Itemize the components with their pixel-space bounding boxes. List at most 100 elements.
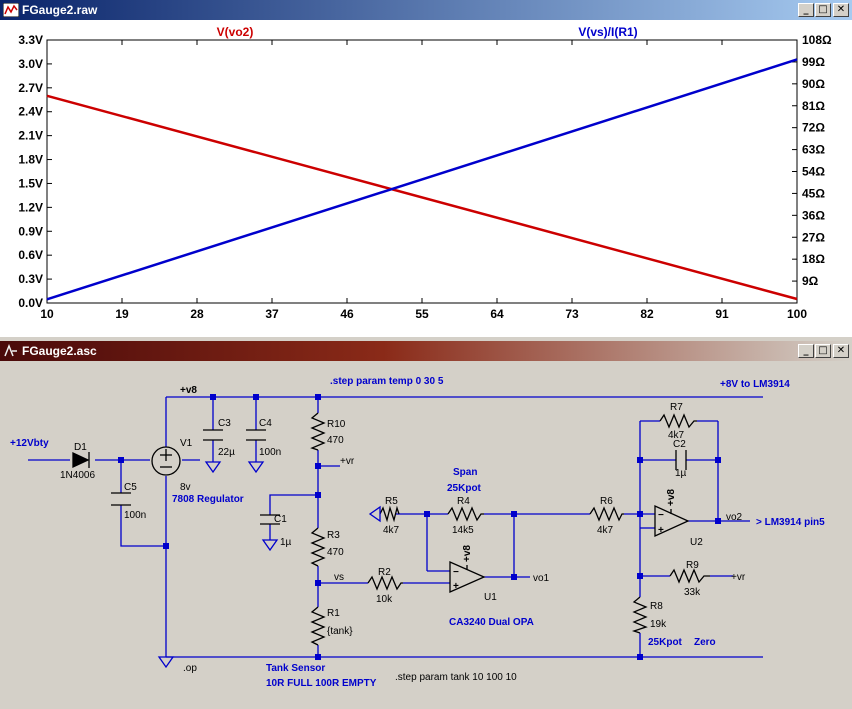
- label-r2[interactable]: R2: [378, 567, 391, 578]
- label-r9-val[interactable]: 33k: [684, 587, 701, 598]
- y-right-tick-label: 18Ω: [802, 252, 825, 266]
- label-zero: Zero: [694, 637, 716, 648]
- label-r1-val[interactable]: {tank}: [327, 626, 353, 637]
- schematic-maximize-button[interactable]: □: [815, 344, 831, 358]
- schematic-close-button[interactable]: ✕: [833, 344, 849, 358]
- x-tick-label: 82: [640, 307, 654, 321]
- y-right-tick-label: 63Ω: [802, 143, 825, 157]
- label-r7[interactable]: R7: [670, 402, 683, 413]
- x-tick-label: 19: [115, 307, 129, 321]
- series-line-1[interactable]: [46, 58, 798, 301]
- label-r6-val[interactable]: 4k7: [597, 525, 614, 536]
- label-c4[interactable]: C4: [259, 418, 272, 429]
- label-r2-val[interactable]: 10k: [376, 594, 393, 605]
- legend-vo2[interactable]: V(vo2): [217, 25, 254, 39]
- label-r8[interactable]: R8: [650, 601, 663, 612]
- label-r9[interactable]: R9: [686, 560, 699, 571]
- label-c3[interactable]: C3: [218, 418, 231, 429]
- label-r1[interactable]: R1: [327, 608, 340, 619]
- plot-close-button[interactable]: ✕: [833, 3, 849, 17]
- label-step-tank[interactable]: .step param tank 10 100 10: [395, 672, 517, 683]
- x-tick-label: 28: [190, 307, 204, 321]
- x-tick-label: 73: [565, 307, 579, 321]
- y-left-tick-label: 2.7V: [18, 81, 43, 95]
- plot-maximize-button[interactable]: □: [815, 3, 831, 17]
- label-r7-val[interactable]: 4k7: [668, 430, 685, 441]
- label-c3-val[interactable]: 22µ: [218, 447, 235, 458]
- y-right-tick-label: 36Ω: [802, 208, 825, 222]
- label-r5[interactable]: R5: [385, 496, 398, 507]
- y-left-tick-label: 0.9V: [18, 224, 43, 238]
- label-c1[interactable]: C1: [274, 514, 287, 525]
- x-tick-label: 46: [340, 307, 354, 321]
- x-tick-label: 37: [265, 307, 279, 321]
- label-v8-top: +v8: [180, 385, 197, 396]
- label-c5[interactable]: C5: [124, 482, 137, 493]
- label-c5-val[interactable]: 100n: [124, 510, 146, 521]
- waveform-icon: [3, 3, 19, 17]
- svg-text:+: +: [658, 525, 664, 536]
- x-tick-label: 100: [787, 307, 807, 321]
- schematic-minimize-button[interactable]: _: [798, 344, 814, 358]
- label-r5-val[interactable]: 4k7: [383, 525, 400, 536]
- label-v8-to-lm: +8V to LM3914: [720, 379, 790, 390]
- plot-titlebar[interactable]: FGauge2.raw _ □ ✕: [0, 0, 852, 20]
- label-step-temp[interactable]: .step param temp 0 30 5: [330, 376, 444, 387]
- y-right-tick-label: 81Ω: [802, 99, 825, 113]
- label-v1[interactable]: V1: [180, 438, 193, 449]
- label-r4-val[interactable]: 14k5: [452, 525, 474, 536]
- y-left-tick-label: 0.0V: [18, 296, 43, 310]
- plot-window-title: FGauge2.raw: [22, 3, 98, 17]
- label-r4[interactable]: R4: [457, 496, 470, 507]
- y-right-tick-label: 45Ω: [802, 186, 825, 200]
- y-right-tick-label: 9Ω: [802, 274, 819, 288]
- label-zero-pot: 25Kpot: [648, 637, 683, 648]
- label-r3[interactable]: R3: [327, 530, 340, 541]
- label-r10-val[interactable]: 470: [327, 435, 344, 446]
- legend-vs-ir1[interactable]: V(vs)/I(R1): [578, 25, 637, 39]
- schematic-pane[interactable]: −+ −+: [0, 361, 852, 704]
- y-right-tick-label: 54Ω: [802, 165, 825, 179]
- label-u1-part: CA3240 Dual OPA: [449, 617, 534, 628]
- y-left-tick-label: 0.6V: [18, 248, 43, 262]
- x-tick-label: 64: [490, 307, 504, 321]
- label-r8-val[interactable]: 19k: [650, 619, 667, 630]
- label-u2-supply: +v8: [666, 489, 677, 506]
- label-12v: +12Vbty: [10, 438, 49, 449]
- y-right-tick-label: 99Ω: [802, 55, 825, 69]
- label-op[interactable]: .op: [183, 663, 197, 674]
- y-left-tick-label: 2.1V: [18, 129, 43, 143]
- label-vs: vs: [334, 572, 344, 583]
- label-c2[interactable]: C2: [673, 439, 686, 450]
- schematic-window-title: FGauge2.asc: [22, 344, 97, 358]
- label-c1-val[interactable]: 1µ: [280, 537, 292, 548]
- y-right-tick-label: 72Ω: [802, 121, 825, 135]
- x-tick-label: 91: [715, 307, 729, 321]
- label-u1[interactable]: U1: [484, 592, 497, 603]
- label-d1-val[interactable]: 1N4006: [60, 470, 95, 481]
- svg-text:−: −: [658, 510, 664, 521]
- label-r6[interactable]: R6: [600, 496, 613, 507]
- schematic-canvas[interactable]: −+ −+: [0, 361, 852, 704]
- svg-text:−: −: [453, 567, 459, 578]
- x-tick-label: 55: [415, 307, 429, 321]
- y-left-tick-label: 2.4V: [18, 105, 43, 119]
- label-d1[interactable]: D1: [74, 442, 87, 453]
- label-tank-desc: 10R FULL 100R EMPTY: [266, 678, 377, 689]
- schematic-titlebar[interactable]: FGauge2.asc _ □ ✕: [0, 341, 852, 361]
- label-c4-val[interactable]: 100n: [259, 447, 281, 458]
- y-left-tick-label: 1.8V: [18, 153, 43, 167]
- plot-minimize-button[interactable]: _: [798, 3, 814, 17]
- schematic-window: FGauge2.asc _ □ ✕: [0, 341, 852, 704]
- label-r3-val[interactable]: 470: [327, 547, 344, 558]
- label-span: Span: [453, 467, 477, 478]
- series-line-0[interactable]: [46, 94, 798, 301]
- label-r10[interactable]: R10: [327, 419, 346, 430]
- label-c2-val[interactable]: 1µ: [675, 468, 687, 479]
- label-v1-val[interactable]: 8v: [180, 482, 191, 493]
- label-u2[interactable]: U2: [690, 537, 703, 548]
- y-left-tick-label: 1.2V: [18, 200, 43, 214]
